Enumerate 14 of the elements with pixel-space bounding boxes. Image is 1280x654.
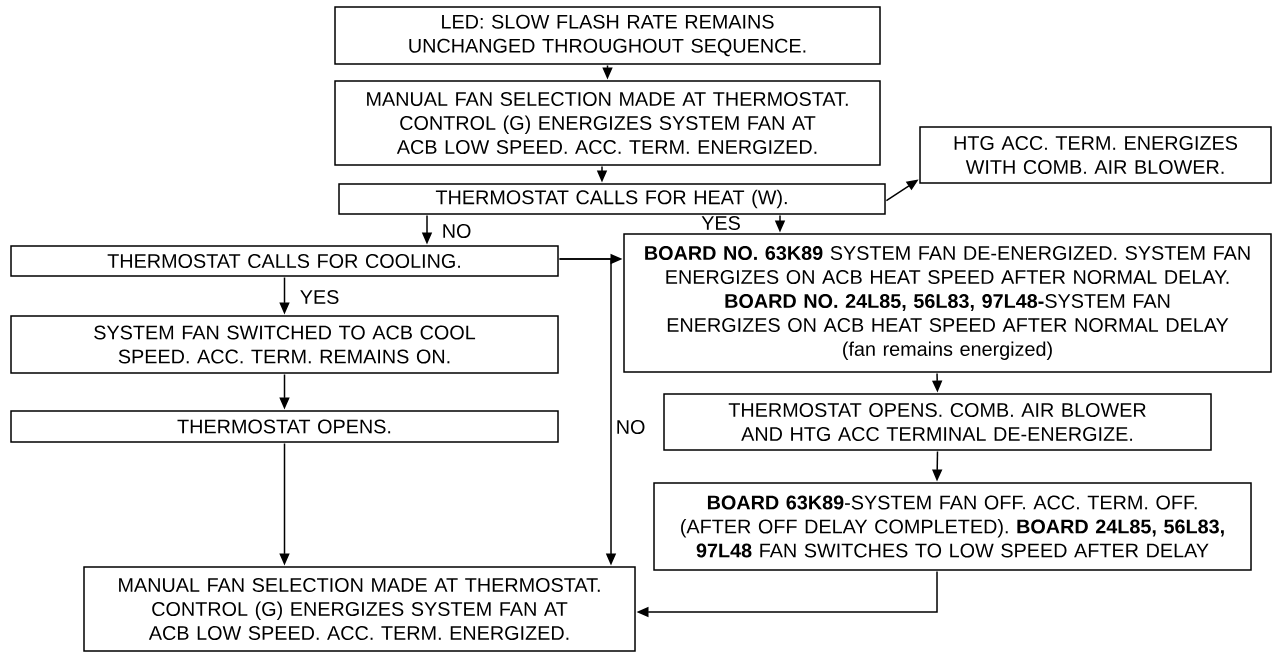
process-box: THERMOSTAT OPENS. COMB. AIR BLOWER AND HTG ACC TERMINAL DE-ENERGIZE. (663, 393, 1212, 451)
process-box: THERMOSTAT CALLS FOR COOLING. (10, 245, 559, 277)
process-box: LED: SLOW FLASH RATE REMAINS UNCHANGED THROUGHOUT SEQUENCE. (334, 6, 881, 65)
edge-label: NO (614, 419, 647, 435)
process-box: SYSTEM FAN SWITCHED TO ACB COOL SPEED. ACC. TERM. REMAINS ON. (10, 315, 559, 374)
process-box: THERMOSTAT CALLS FOR HEAT (W). (338, 183, 886, 215)
process-box: BOARD NO. 63K89 SYSTEM FAN DE-ENERGIZED. SYSTEM FAN ENERGIZES ON ACB HEAT SPEED AFTER NORMAL DELAY. BOARD NO. 24L85, 56L83, 97L48-SYSTEM FAN ENERGIZES ON ACB HEAT SPEED AFTER NORMAL DELAY (fan remains energized) (623, 233, 1272, 373)
process-box: BOARD 63K89-SYSTEM FAN OFF. ACC. TERM. OFF. (AFTER OFF DELAY COMPLETED). BOARD 24L85, 56L83, 97L48 FAN SWITCHES TO LOW SPEED AFTER DELAY (653, 482, 1252, 571)
process-box: HTG ACC. TERM. ENERGIZES WITH COMB. AIR BLOWER. (919, 126, 1272, 184)
process-box: MANUAL FAN SELECTION MADE AT THERMOSTAT. CONTROL (G) ENERGIZES SYSTEM FAN AT ACB LOW SPEED. ACC. TERM. ENERGIZED. (83, 566, 636, 652)
edge-label: YES (298, 289, 341, 305)
process-box: MANUAL FAN SELECTION MADE AT THERMOSTAT. CONTROL (G) ENERGIZES SYSTEM FAN AT ACB LOW SPEED. ACC. TERM. ENERGIZED. (334, 80, 881, 166)
process-box: THERMOSTAT OPENS. (10, 410, 559, 443)
edge-label: NO (440, 223, 473, 239)
